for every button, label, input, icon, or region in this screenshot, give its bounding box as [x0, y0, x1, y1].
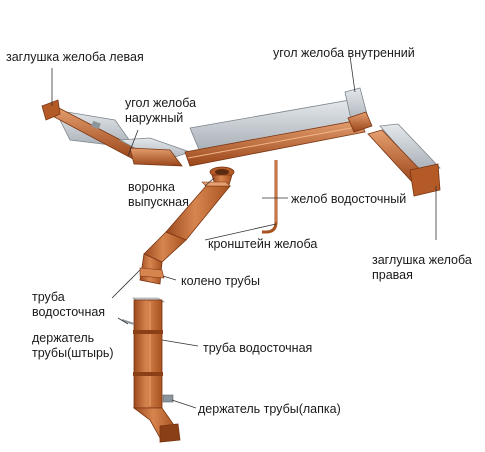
- main-gutter: [184, 99, 366, 167]
- end-cap-right: [409, 163, 441, 197]
- label-gutter: желоб водосточный: [291, 192, 407, 206]
- label-inner-corner: угол желоба внутренний: [273, 46, 415, 60]
- pipe-holder-pin: [121, 319, 135, 325]
- end-cap-left: [41, 99, 61, 121]
- label-downpipe-left: труба водосточная: [32, 290, 106, 319]
- label-end-cap-right: заглушка желоба правая: [372, 253, 472, 282]
- label-pipe-holder-pin: держатель трубы(штырь): [32, 331, 114, 360]
- gutter-bracket: [262, 160, 278, 234]
- label-end-cap-left: заглушка желоба левая: [6, 50, 144, 64]
- label-outer-corner: угол желоба наружный: [125, 96, 197, 125]
- gutter-left-run: [44, 105, 141, 161]
- pipe-holder-clip: [162, 394, 174, 403]
- bottom-outlet: [132, 407, 181, 443]
- leader-lines: [51, 55, 437, 409]
- label-pipe-holder-clip: держатель трубы(лапка): [198, 402, 341, 416]
- label-bracket: кронштейн желоба: [208, 237, 318, 251]
- label-pipe-elbow: колено трубы: [181, 274, 260, 288]
- pipe-elbow: [139, 231, 187, 285]
- label-outlet-funnel: воронка выпускная: [128, 180, 189, 209]
- label-downpipe-right: труба водосточная: [203, 341, 313, 355]
- downpipe: [132, 297, 165, 409]
